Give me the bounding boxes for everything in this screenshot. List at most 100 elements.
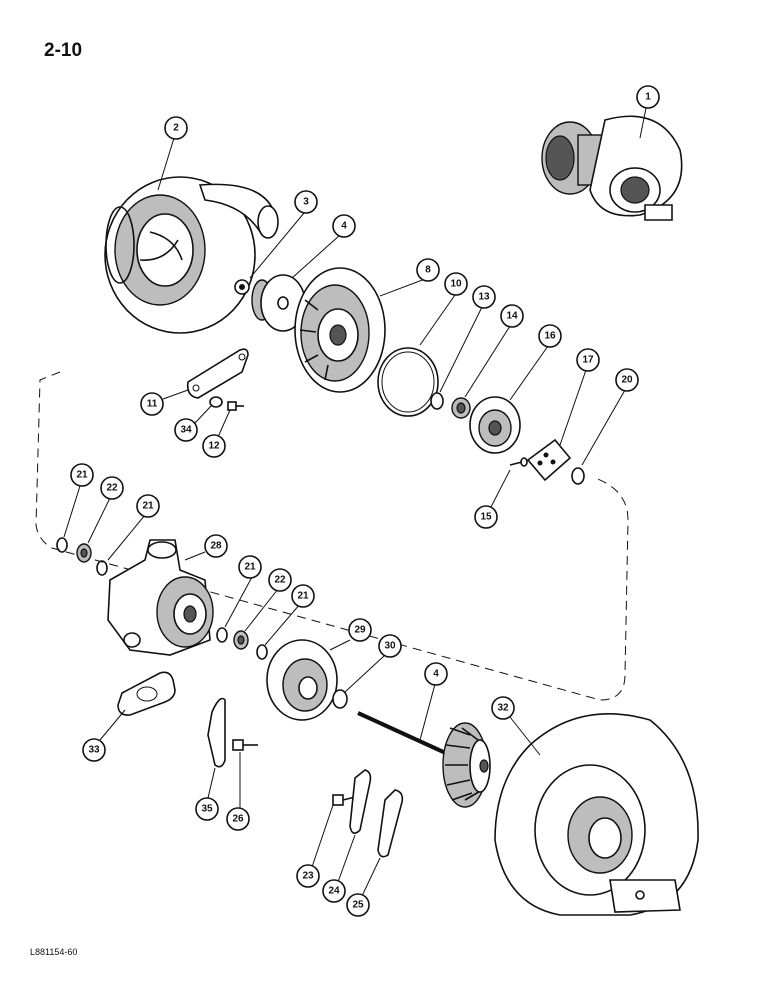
snap-ring-drawing — [216, 627, 228, 643]
svg-text:24: 24 — [328, 886, 340, 897]
callout-33: 33 — [82, 738, 106, 762]
backplate-drawing — [294, 267, 386, 393]
compressor-housing-drawing — [104, 176, 279, 334]
thrust-collar-drawing — [451, 397, 471, 419]
nut-drawing — [234, 279, 250, 295]
svg-text:22: 22 — [274, 575, 286, 586]
retaining-ring-drawing — [571, 467, 585, 485]
turbine-wheel-shaft-drawing — [357, 711, 491, 808]
callout-10: 10 — [444, 272, 468, 296]
callout-17: 17 — [576, 348, 600, 372]
svg-text:34: 34 — [180, 425, 192, 436]
callout-20: 20 — [615, 368, 639, 392]
callout-4: 4 — [424, 662, 448, 686]
svg-text:33: 33 — [88, 745, 100, 756]
lock-plate-drawing — [349, 769, 372, 834]
bearing-bushing-drawing — [233, 630, 249, 650]
bearing-bushing-drawing — [76, 543, 92, 563]
callout-32: 32 — [491, 696, 515, 720]
callout-16: 16 — [538, 324, 562, 348]
turbocharger-assembly-drawing — [541, 115, 683, 221]
callout-22: 22 — [100, 476, 124, 500]
svg-text:23: 23 — [302, 871, 314, 882]
svg-text:20: 20 — [621, 375, 633, 386]
svg-text:14: 14 — [506, 311, 518, 322]
callout-4: 4 — [332, 214, 356, 238]
callout-21: 21 — [238, 555, 262, 579]
callout-23: 23 — [296, 864, 320, 888]
callout-2: 2 — [164, 116, 188, 140]
compressor-wheel-drawing — [251, 274, 306, 332]
svg-text:25: 25 — [352, 900, 364, 911]
page-number: 2-10 — [44, 40, 83, 61]
o-ring-drawing — [377, 347, 439, 417]
callout-15: 15 — [474, 505, 498, 529]
lock-plate-drawing — [377, 789, 404, 858]
bolt-drawing — [227, 401, 244, 411]
svg-text:1: 1 — [645, 92, 651, 103]
screw-drawing — [509, 457, 528, 467]
callout-13: 13 — [472, 285, 496, 309]
center-housing-drawing — [107, 539, 214, 656]
lock-plate-drawing — [186, 348, 249, 399]
svg-text:21: 21 — [142, 501, 154, 512]
callout-11: 11 — [140, 392, 164, 416]
insert-plate-drawing — [469, 396, 521, 454]
svg-text:13: 13 — [478, 292, 490, 303]
svg-text:21: 21 — [297, 591, 309, 602]
callout-25: 25 — [346, 893, 370, 917]
callout-21: 21 — [136, 494, 160, 518]
bolt-drawing — [232, 739, 258, 751]
snap-ring-drawing — [56, 537, 68, 553]
svg-text:21: 21 — [244, 562, 256, 573]
svg-text:10: 10 — [450, 279, 462, 290]
lock-plate-drawing — [207, 697, 226, 768]
svg-text:8: 8 — [425, 265, 431, 276]
callout-22: 22 — [268, 568, 292, 592]
svg-text:26: 26 — [232, 814, 244, 825]
callout-29: 29 — [348, 618, 372, 642]
svg-text:29: 29 — [354, 625, 366, 636]
svg-text:21: 21 — [76, 470, 88, 481]
figure-code: L881154-60 — [30, 947, 78, 957]
washer-drawing — [209, 396, 223, 408]
callout-3: 3 — [294, 190, 318, 214]
callout-28: 28 — [204, 534, 228, 558]
svg-text:4: 4 — [433, 669, 439, 680]
svg-text:32: 32 — [497, 703, 509, 714]
svg-text:17: 17 — [582, 355, 594, 366]
heat-shield-drawing — [266, 639, 338, 721]
turbine-housing-drawing — [494, 713, 699, 916]
piston-ring-drawing — [332, 689, 348, 709]
dashed-group-outline — [35, 371, 629, 701]
callout-26: 26 — [226, 807, 250, 831]
gasket-drawing — [117, 671, 176, 716]
callout-1: 1 — [636, 85, 660, 109]
callout-21: 21 — [70, 463, 94, 487]
svg-text:16: 16 — [544, 331, 556, 342]
callout-8: 8 — [416, 258, 440, 282]
svg-text:4: 4 — [341, 221, 347, 232]
callout-14: 14 — [500, 304, 524, 328]
svg-text:35: 35 — [201, 804, 213, 815]
callout-34: 34 — [174, 418, 198, 442]
svg-text:28: 28 — [210, 541, 222, 552]
svg-text:15: 15 — [480, 512, 492, 523]
seal-ring-drawing — [430, 392, 444, 410]
snap-ring-drawing — [256, 644, 268, 660]
svg-text:12: 12 — [208, 441, 220, 452]
leader-lines — [63, 107, 647, 897]
svg-text:2: 2 — [173, 123, 179, 134]
snap-ring-drawing — [96, 560, 108, 576]
callout-12: 12 — [202, 434, 226, 458]
svg-text:30: 30 — [384, 641, 396, 652]
callout-21: 21 — [291, 584, 315, 608]
callout-30: 30 — [378, 634, 402, 658]
callout-35: 35 — [195, 797, 219, 821]
svg-text:22: 22 — [106, 483, 118, 494]
svg-text:11: 11 — [147, 399, 158, 410]
callout-24: 24 — [322, 879, 346, 903]
svg-text:3: 3 — [303, 197, 309, 208]
thrust-bearing-drawing — [526, 438, 572, 482]
